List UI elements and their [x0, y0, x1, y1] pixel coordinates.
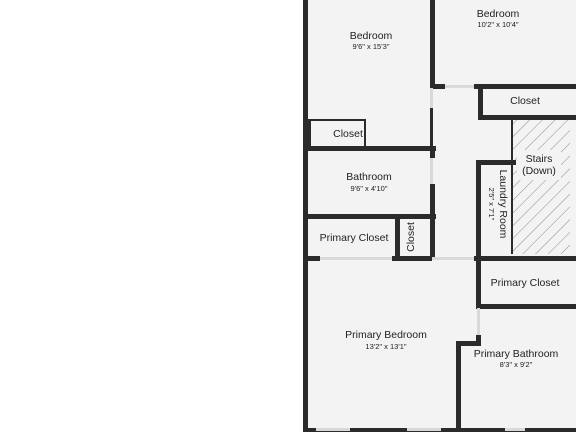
openings: [320, 85, 480, 335]
stairs-name-line1: Stairs: [526, 153, 553, 165]
primary-bedroom-dims: 13'2" x 13'1": [365, 342, 406, 351]
bottom-windows: [316, 428, 525, 431]
bedroom-left-dims: 9'6" x 15'3": [353, 42, 390, 51]
bedroom-right-dims: 10'2" x 10'4": [477, 20, 518, 29]
bedroom-left-name: Bedroom: [350, 30, 393, 42]
closet-small-name: Closet: [405, 222, 417, 252]
walls: [303, 0, 576, 432]
closet-upper-right-name: Closet: [510, 95, 540, 107]
closet-left-name: Closet: [333, 128, 363, 140]
primary-bathroom-name: Primary Bathroom: [474, 348, 559, 360]
stairs-hatch: [511, 119, 570, 254]
primary-bathroom-dims: 8'3" x 9'2": [500, 360, 533, 369]
bathroom-dims: 9'6" x 4'10": [351, 184, 388, 193]
primary-closet-left-name: Primary Closet: [320, 232, 389, 244]
stairs-name-line2: (Down): [522, 165, 556, 177]
bedroom-right-name: Bedroom: [477, 8, 520, 20]
primary-closet-right-name: Primary Closet: [491, 277, 560, 289]
primary-bedroom-name: Primary Bedroom: [345, 329, 427, 341]
bathroom-name: Bathroom: [346, 171, 392, 183]
laundry-room-dims: 2'5" x 7'1": [487, 188, 496, 221]
laundry-room-name: Laundry Room: [497, 170, 509, 239]
